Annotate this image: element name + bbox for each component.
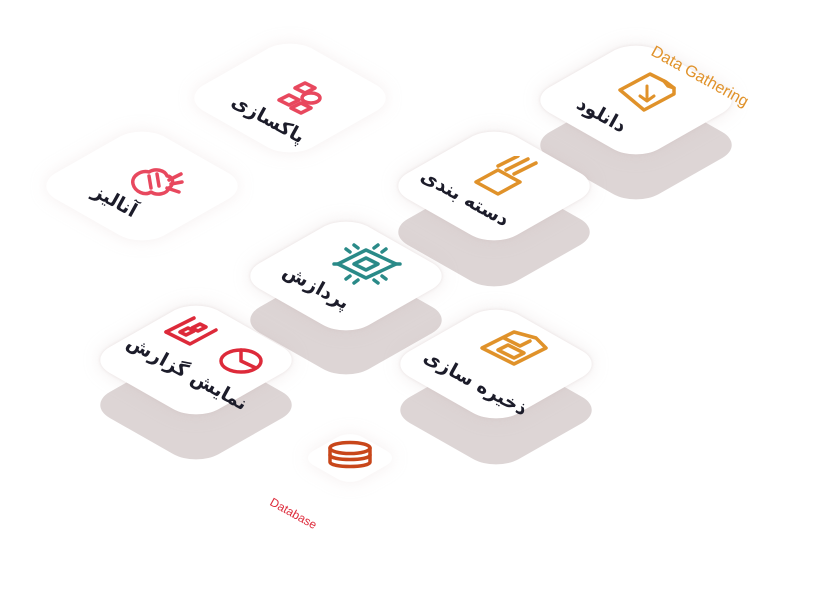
floppy-disk-icon (480, 330, 548, 366)
bar-chart-icon (164, 316, 218, 346)
database-icon (328, 440, 372, 469)
layers-icon (474, 156, 538, 196)
grid-shapes-icon (277, 81, 322, 115)
footer-tag-database: Database (267, 494, 320, 533)
download-file-icon (618, 72, 676, 112)
pie-chart-icon (219, 348, 263, 374)
brain-icon (131, 168, 184, 196)
cpu-chip-icon (332, 243, 402, 285)
